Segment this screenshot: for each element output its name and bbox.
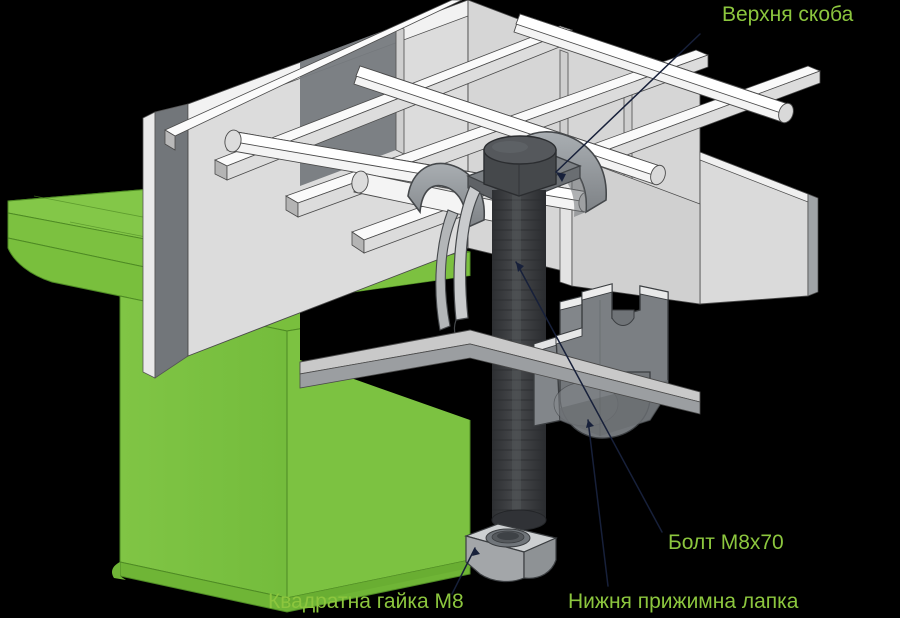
label-upper-bracket: Верхня скоба bbox=[722, 3, 854, 26]
hex-bolt bbox=[483, 135, 557, 531]
label-square-nut: Квадратна гайка M8 bbox=[268, 590, 464, 613]
leader-arrowheads bbox=[472, 172, 594, 556]
label-lower-clamp: Нижня прижимна лапка bbox=[568, 590, 799, 613]
leader-lines bbox=[451, 33, 701, 595]
label-bolt: Болт M8x70 bbox=[668, 531, 784, 554]
square-nut bbox=[464, 523, 558, 583]
